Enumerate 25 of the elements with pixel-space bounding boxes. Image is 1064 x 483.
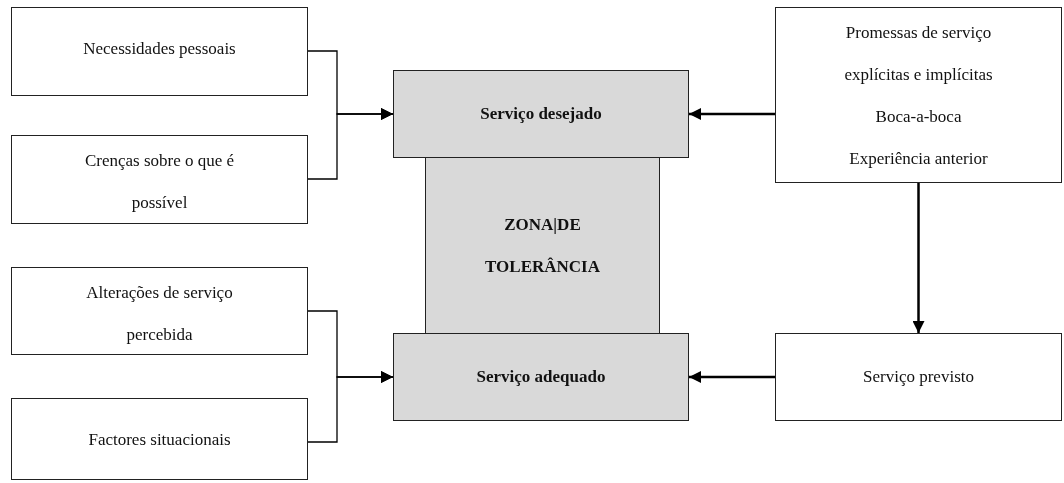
factor-box [11,135,308,224]
service-level-box [425,157,660,334]
box-label: Experiência anterior [849,148,988,170]
arrow [912,183,925,333]
box-label: Alterações de serviço percebida [85,282,234,346]
box-label: Factores situacionais [88,429,231,451]
box-label: Crenças sobre o que é possível [83,150,236,214]
factor-box [11,7,308,96]
factor-box [11,267,308,355]
box-label: Necessidades pessoais [83,38,236,60]
box-label: Serviço previsto [863,366,974,388]
service-level-box [393,70,689,158]
arrow [689,371,775,383]
box-label: Serviço desejado [480,103,602,125]
arrow [307,108,394,180]
box-label: Boca-a-boca [875,106,962,128]
box-label: ZONA|DE TOLERÂNCIA [484,213,601,278]
factor-box [775,7,1062,183]
factor-box [775,333,1062,421]
box-label: Serviço adequado [476,366,606,388]
box-label: Promessas de serviço explícitas e implícitas [843,22,994,86]
arrow [689,108,775,120]
arrow [307,371,394,443]
factor-box [11,398,308,480]
service-level-box [393,333,689,421]
